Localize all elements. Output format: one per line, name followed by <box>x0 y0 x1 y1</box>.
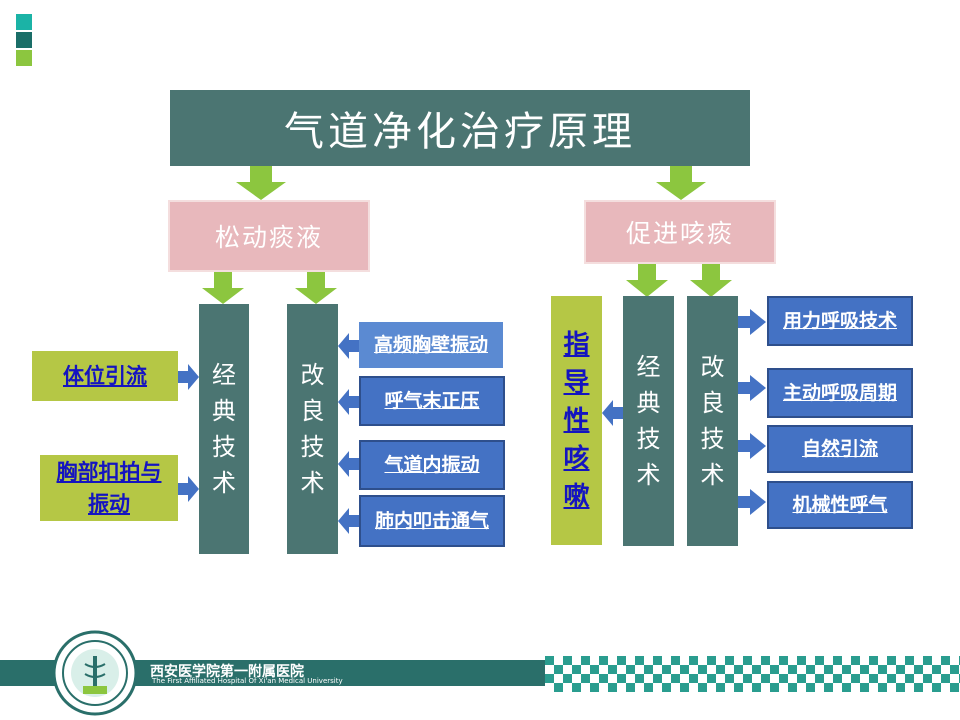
improved-item-airway-oscillation[interactable]: 气道内振动 <box>359 440 505 490</box>
guided-cough-box[interactable]: 指 导 性 咳 嗽 <box>551 296 602 545</box>
guide-char: 嗽 <box>563 481 590 512</box>
left-classic-char: 技 <box>212 433 236 461</box>
classic-item-chest-percussion[interactable]: 胸部扣拍与振动 <box>40 455 178 521</box>
left-improved-char: 技 <box>300 433 325 461</box>
guide-char: 导 <box>563 367 590 398</box>
down-arrow-icon <box>295 272 337 304</box>
right-classic-column: 经 典 技 术 <box>623 296 674 546</box>
left-improved-char: 良 <box>300 397 325 425</box>
right-classic-char: 技 <box>636 425 661 453</box>
down-arrow-icon <box>656 166 706 200</box>
improved-item-label: 高频胸壁振动 <box>373 333 488 356</box>
improved-item-ipv[interactable]: 肺内叩击通气 <box>359 495 505 547</box>
improved-item-forced-expiration[interactable]: 用力呼吸技术 <box>767 296 913 346</box>
improved-item-mechanical-exsufflation[interactable]: 机械性呼气 <box>767 481 913 529</box>
right-arrow-icon <box>178 364 199 390</box>
left-arrow-icon <box>602 400 623 426</box>
guide-char: 性 <box>563 405 590 436</box>
improved-item-autogenic-drainage[interactable]: 自然引流 <box>767 425 913 473</box>
left-arrow-icon <box>338 508 359 534</box>
down-arrow-icon <box>202 272 244 304</box>
right-header: 促进咳痰 <box>584 200 776 264</box>
improved-item-peep[interactable]: 呼气末正压 <box>359 376 505 426</box>
improved-item-label: 主动呼吸周期 <box>782 381 897 404</box>
left-classic-char: 术 <box>212 469 236 497</box>
left-arrow-icon <box>338 451 359 477</box>
checkered-pattern <box>545 656 960 692</box>
right-improved-column: 改 良 技 术 <box>687 296 738 546</box>
right-classic-char: 经 <box>636 353 661 381</box>
improved-item-label: 气道内振动 <box>384 453 480 476</box>
improved-item-hfcwo[interactable]: 高频胸壁振动 <box>359 322 503 368</box>
right-arrow-icon <box>738 309 766 335</box>
right-improved-char: 技 <box>700 425 725 453</box>
corner-square-top <box>16 14 32 30</box>
guide-char: 咳 <box>563 443 590 474</box>
left-classic-char: 典 <box>212 397 236 425</box>
improved-item-label: 呼气末正压 <box>384 389 480 412</box>
down-arrow-icon <box>236 166 286 200</box>
right-arrow-icon <box>178 476 199 502</box>
right-classic-char: 典 <box>636 389 661 417</box>
left-improved-char: 改 <box>300 361 325 389</box>
left-header: 松动痰液 <box>168 200 370 272</box>
hospital-name-en: The First Affiliated Hospital Of Xi'an M… <box>152 677 343 685</box>
corner-square-mid <box>16 32 32 48</box>
hospital-logo-icon <box>52 630 138 716</box>
left-improved-column: 改 良 技 术 <box>287 304 338 554</box>
right-improved-char: 术 <box>700 461 725 489</box>
down-arrow-icon <box>626 264 668 297</box>
classic-item-postural-drainage[interactable]: 体位引流 <box>32 351 178 401</box>
hospital-name-cn: 西安医学院第一附属医院 <box>150 664 304 680</box>
improved-item-label: 自然引流 <box>801 437 878 460</box>
right-improved-char: 改 <box>700 353 725 381</box>
improved-item-label: 肺内叩击通气 <box>374 509 489 532</box>
left-improved-char: 术 <box>300 469 325 497</box>
left-arrow-icon <box>338 389 359 415</box>
right-classic-char: 术 <box>636 461 661 489</box>
improved-item-label: 机械性呼气 <box>792 493 888 516</box>
page-title: 气道净化治疗原理 <box>170 90 750 166</box>
corner-square-bottom <box>16 50 32 66</box>
left-arrow-icon <box>338 333 359 359</box>
improved-item-active-cycle[interactable]: 主动呼吸周期 <box>767 368 913 418</box>
left-classic-char: 经 <box>212 361 236 389</box>
right-arrow-icon <box>738 375 766 401</box>
right-arrow-icon <box>738 489 766 515</box>
guide-char: 指 <box>563 329 590 360</box>
right-arrow-icon <box>738 433 766 459</box>
down-arrow-icon <box>690 264 732 297</box>
left-classic-column: 经 典 技 术 <box>199 304 249 554</box>
right-improved-char: 良 <box>700 389 725 417</box>
improved-item-label: 用力呼吸技术 <box>782 309 897 332</box>
